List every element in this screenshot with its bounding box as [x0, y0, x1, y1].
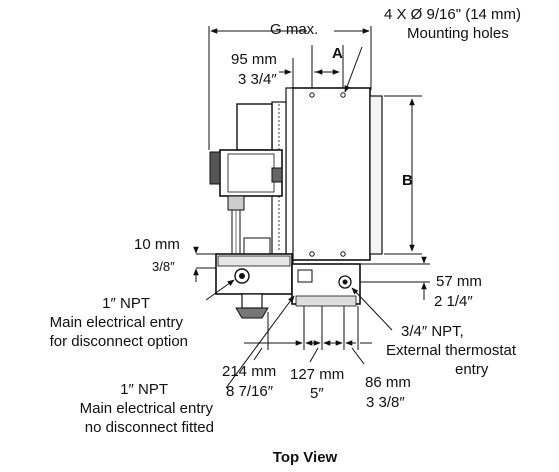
entry-no-disconnect-line3: no disconnect fitted [84, 419, 214, 436]
callout-leaders [205, 279, 393, 389]
dim-10mm-label: 10 mm [134, 236, 180, 253]
mounting-holes-label-line2: Mounting holes [407, 25, 509, 42]
dimension-b-label: B [402, 172, 413, 189]
dim-95mm-inch-label: 3 3/4″ [238, 71, 277, 88]
dim-57mm-label: 57 mm [436, 273, 482, 290]
dimension-lines [193, 26, 430, 350]
thermostat-entry-line2: External thermostat [386, 342, 517, 359]
enclosure-body [285, 87, 383, 265]
entry-no-disconnect-line2: Main electrical entry [79, 400, 213, 417]
dim-127mm-label: 127 mm [290, 366, 345, 383]
entry-disconnect-line3: for disconnect option [49, 333, 188, 350]
disconnect-box [209, 103, 283, 255]
entry-disconnect-line1: 1″ NPT [102, 295, 150, 312]
thermostat-entry-line3: entry [455, 361, 489, 378]
mounting-holes-label-line1: 4 X Ø 9/16" (14 mm) [384, 6, 522, 23]
diagram-caption: Top View [272, 449, 338, 466]
dim-214mm-inch-label: 8 7/16″ [226, 383, 274, 400]
dim-95mm-label: 95 mm [231, 51, 277, 68]
dimension-a-label: A [332, 45, 343, 62]
dim-57mm-inch-label: 2 1/4″ [434, 293, 473, 310]
dim-86mm-inch-label: 3 3/8″ [366, 394, 405, 411]
dim-214mm-label: 214 mm [222, 363, 277, 380]
bottom-block [291, 263, 361, 307]
dim-86mm-label: 86 mm [365, 374, 411, 391]
entry-disconnect-line2: Main electrical entry [49, 314, 183, 331]
g-max-label: G max. [270, 21, 319, 38]
entry-no-disconnect-line1: 1″ NPT [120, 381, 168, 398]
junction-housing [215, 253, 293, 319]
dim-127mm-inch-label: 5″ [310, 385, 324, 402]
dim-10mm-inch-label: 3/8″ [152, 259, 175, 274]
thermostat-entry-line1: 3/4″ NPT, [401, 323, 464, 340]
